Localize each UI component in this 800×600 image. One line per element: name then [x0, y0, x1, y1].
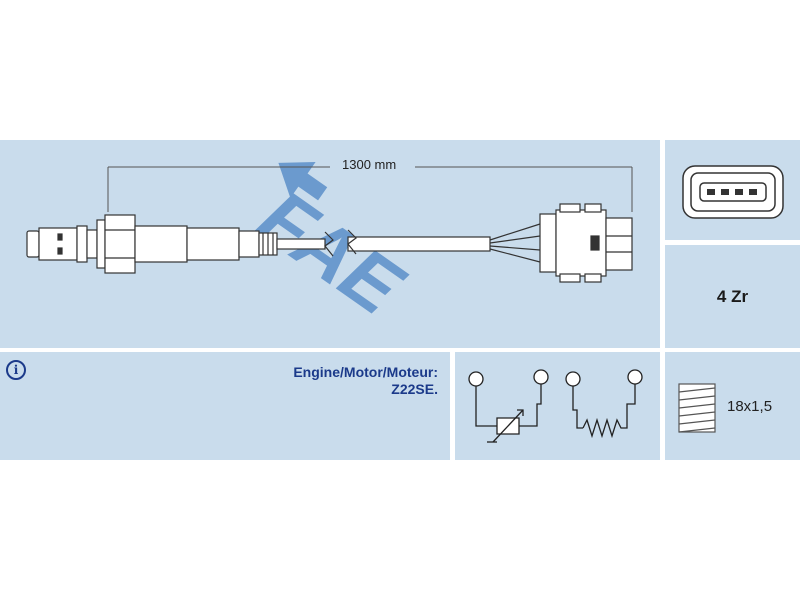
circuit-diagram	[468, 369, 643, 443]
engine-info-panel: i Engine/Motor/Moteur: Z22SE.	[0, 352, 450, 460]
length-dimension	[107, 166, 633, 212]
connector-plug	[539, 203, 633, 283]
variable-sensor-symbol	[468, 369, 549, 443]
engine-info: Engine/Motor/Moteur: Z22SE.	[293, 364, 438, 398]
engine-code: Z22SE.	[391, 381, 438, 397]
connector-face-icon	[682, 165, 784, 219]
thread-panel: 18x1,5	[665, 352, 800, 460]
thread-icon	[678, 383, 716, 433]
sensor-drawing: FAE	[26, 162, 633, 333]
sensor-drawing-panel: FAE	[0, 140, 660, 348]
cable-length-label: 1300 mm	[338, 157, 401, 172]
thread-size-label: 18x1,5	[727, 398, 773, 415]
info-icon: i	[6, 360, 26, 380]
wire-count-label: 4 Zr	[716, 287, 749, 306]
connector-face-panel	[665, 140, 800, 240]
heater-symbol	[565, 369, 643, 439]
circuit-symbols-panel	[455, 352, 660, 460]
sensor-body	[26, 214, 278, 274]
wire-count-panel: 4 Zr	[665, 245, 800, 348]
engine-label: Engine/Motor/Moteur:	[293, 364, 438, 380]
sensor-cable	[276, 223, 541, 263]
